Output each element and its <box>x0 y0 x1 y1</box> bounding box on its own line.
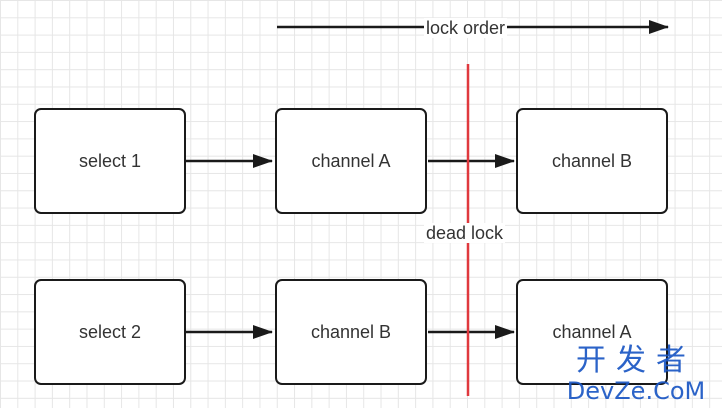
node-select-1: select 1 <box>34 108 186 214</box>
node-row2-channel-b-label: channel B <box>310 321 392 342</box>
node-row2-channel-b: channel B <box>275 279 427 385</box>
node-row2-channel-a: channel A <box>516 279 668 385</box>
node-select-1-label: select 1 <box>78 150 142 171</box>
node-select-2-label: select 2 <box>78 321 142 342</box>
node-row1-channel-a-label: channel A <box>311 150 391 171</box>
node-select-2: select 2 <box>34 279 186 385</box>
lock-order-label: lock order <box>424 18 508 38</box>
dead-lock-label: dead lock <box>424 223 506 243</box>
node-row1-channel-b: channel B <box>516 108 668 214</box>
node-row1-channel-a: channel A <box>275 108 427 214</box>
node-row1-channel-b-label: channel B <box>551 150 633 171</box>
node-row2-channel-a-label: channel A <box>552 321 632 342</box>
watermark-line-2: DevZe.CoM <box>566 377 706 405</box>
site-watermark: 开发者 DevZe.CoM <box>556 343 716 405</box>
watermark-line-1: 开发者 <box>576 343 696 378</box>
